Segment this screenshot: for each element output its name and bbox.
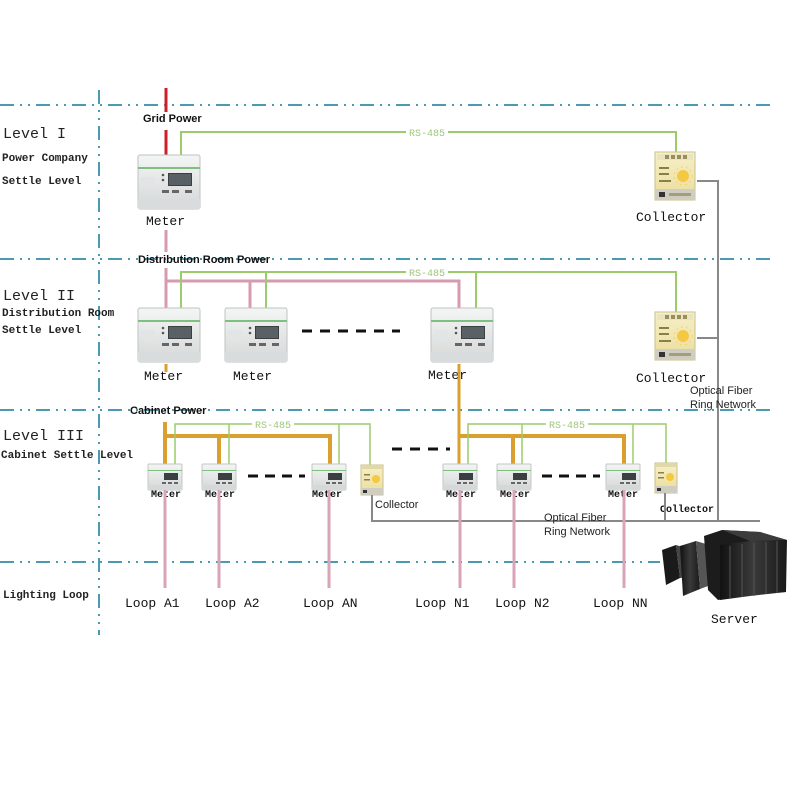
loop-label-a1: Loop A1 [125, 596, 180, 611]
server-label: Server [711, 612, 758, 627]
collector-a [360, 464, 384, 496]
collector-level-1 [654, 151, 696, 201]
level-2-title: Level II [3, 288, 75, 305]
meter-a1 [147, 463, 183, 491]
optical-label-upper-line-2: Ring Network [690, 399, 757, 411]
meter-n2 [496, 463, 532, 491]
optical-fiber-bus-lower [371, 495, 760, 522]
level-1-title: Level I [3, 126, 66, 143]
cabinet-power-bus-a [165, 434, 332, 466]
level-2-subtitle-line-2: Settle Level [2, 325, 82, 337]
loop-label-a2: Loop A2 [205, 596, 260, 611]
lighting-loop-labels: Lighting Loop [3, 590, 89, 602]
meter-an-label: Meter [312, 490, 342, 501]
level-1-labels: Level I Power Company Settle Level [2, 126, 88, 188]
optical-fiber-link-collector-1 [697, 180, 719, 521]
collector-a-label: Collector [375, 499, 419, 511]
cabinet-power-label: Cabinet Power [130, 405, 207, 417]
meter-nn [605, 463, 641, 491]
level-2-subtitle-line-1: Distribution Room [2, 308, 115, 320]
meter-an [311, 463, 347, 491]
server-icon [662, 530, 787, 600]
collector-n-label: Collector [660, 504, 714, 516]
loop-label-an: Loop AN [303, 596, 358, 611]
distribution-power-bus [166, 279, 461, 308]
meter-level-2-1-label: Meter [144, 369, 183, 384]
meter-level-2-2-label: Meter [233, 369, 272, 384]
distribution-power-label: Distribution Room Power [138, 254, 271, 266]
meter-level-2-2 [224, 307, 288, 363]
level-3-subtitle-line-1: Cabinet Settle Level [1, 450, 133, 462]
loop-label-nn: Loop NN [593, 596, 648, 611]
cabinet-power-bus-n [459, 434, 626, 466]
level-3-labels: Level III Cabinet Settle Level [1, 428, 133, 462]
optical-label-upper-line-1: Optical Fiber [690, 385, 753, 397]
meter-level-1-label: Meter [146, 214, 185, 229]
rs485-label-level-3-a: RS-485 [255, 421, 291, 432]
meter-level-2-1 [137, 307, 201, 363]
grid-power-label: Grid Power [143, 113, 202, 125]
meter-level-2-n-label: Meter [428, 368, 467, 383]
rs485-label-level-2: RS-485 [409, 269, 445, 280]
rs485-label-level-1: RS-485 [409, 129, 445, 140]
level-1-subtitle-line-2: Settle Level [2, 176, 82, 188]
loop-label-n2: Loop N2 [495, 596, 550, 611]
meter-level-1 [137, 154, 201, 210]
level-3-title: Level III [3, 428, 84, 445]
optical-label-lower-line-2: Ring Network [544, 526, 611, 538]
rs485-label-level-3-n: RS-485 [549, 421, 585, 432]
collector-level-1-label: Collector [636, 210, 706, 225]
lighting-loop-title: Lighting Loop [3, 590, 89, 602]
meter-a2 [201, 463, 237, 491]
meter-n1 [442, 463, 478, 491]
collector-level-2-label: Collector [636, 371, 706, 386]
collector-level-2 [654, 311, 696, 361]
collector-n [654, 462, 678, 494]
loop-label-n1: Loop N1 [415, 596, 470, 611]
meter-level-2-n [430, 307, 494, 363]
level-2-labels: Level II Distribution Room Settle Level [2, 288, 115, 337]
optical-label-lower-line-1: Optical Fiber [544, 512, 607, 524]
level-1-subtitle-line-1: Power Company [2, 153, 88, 165]
